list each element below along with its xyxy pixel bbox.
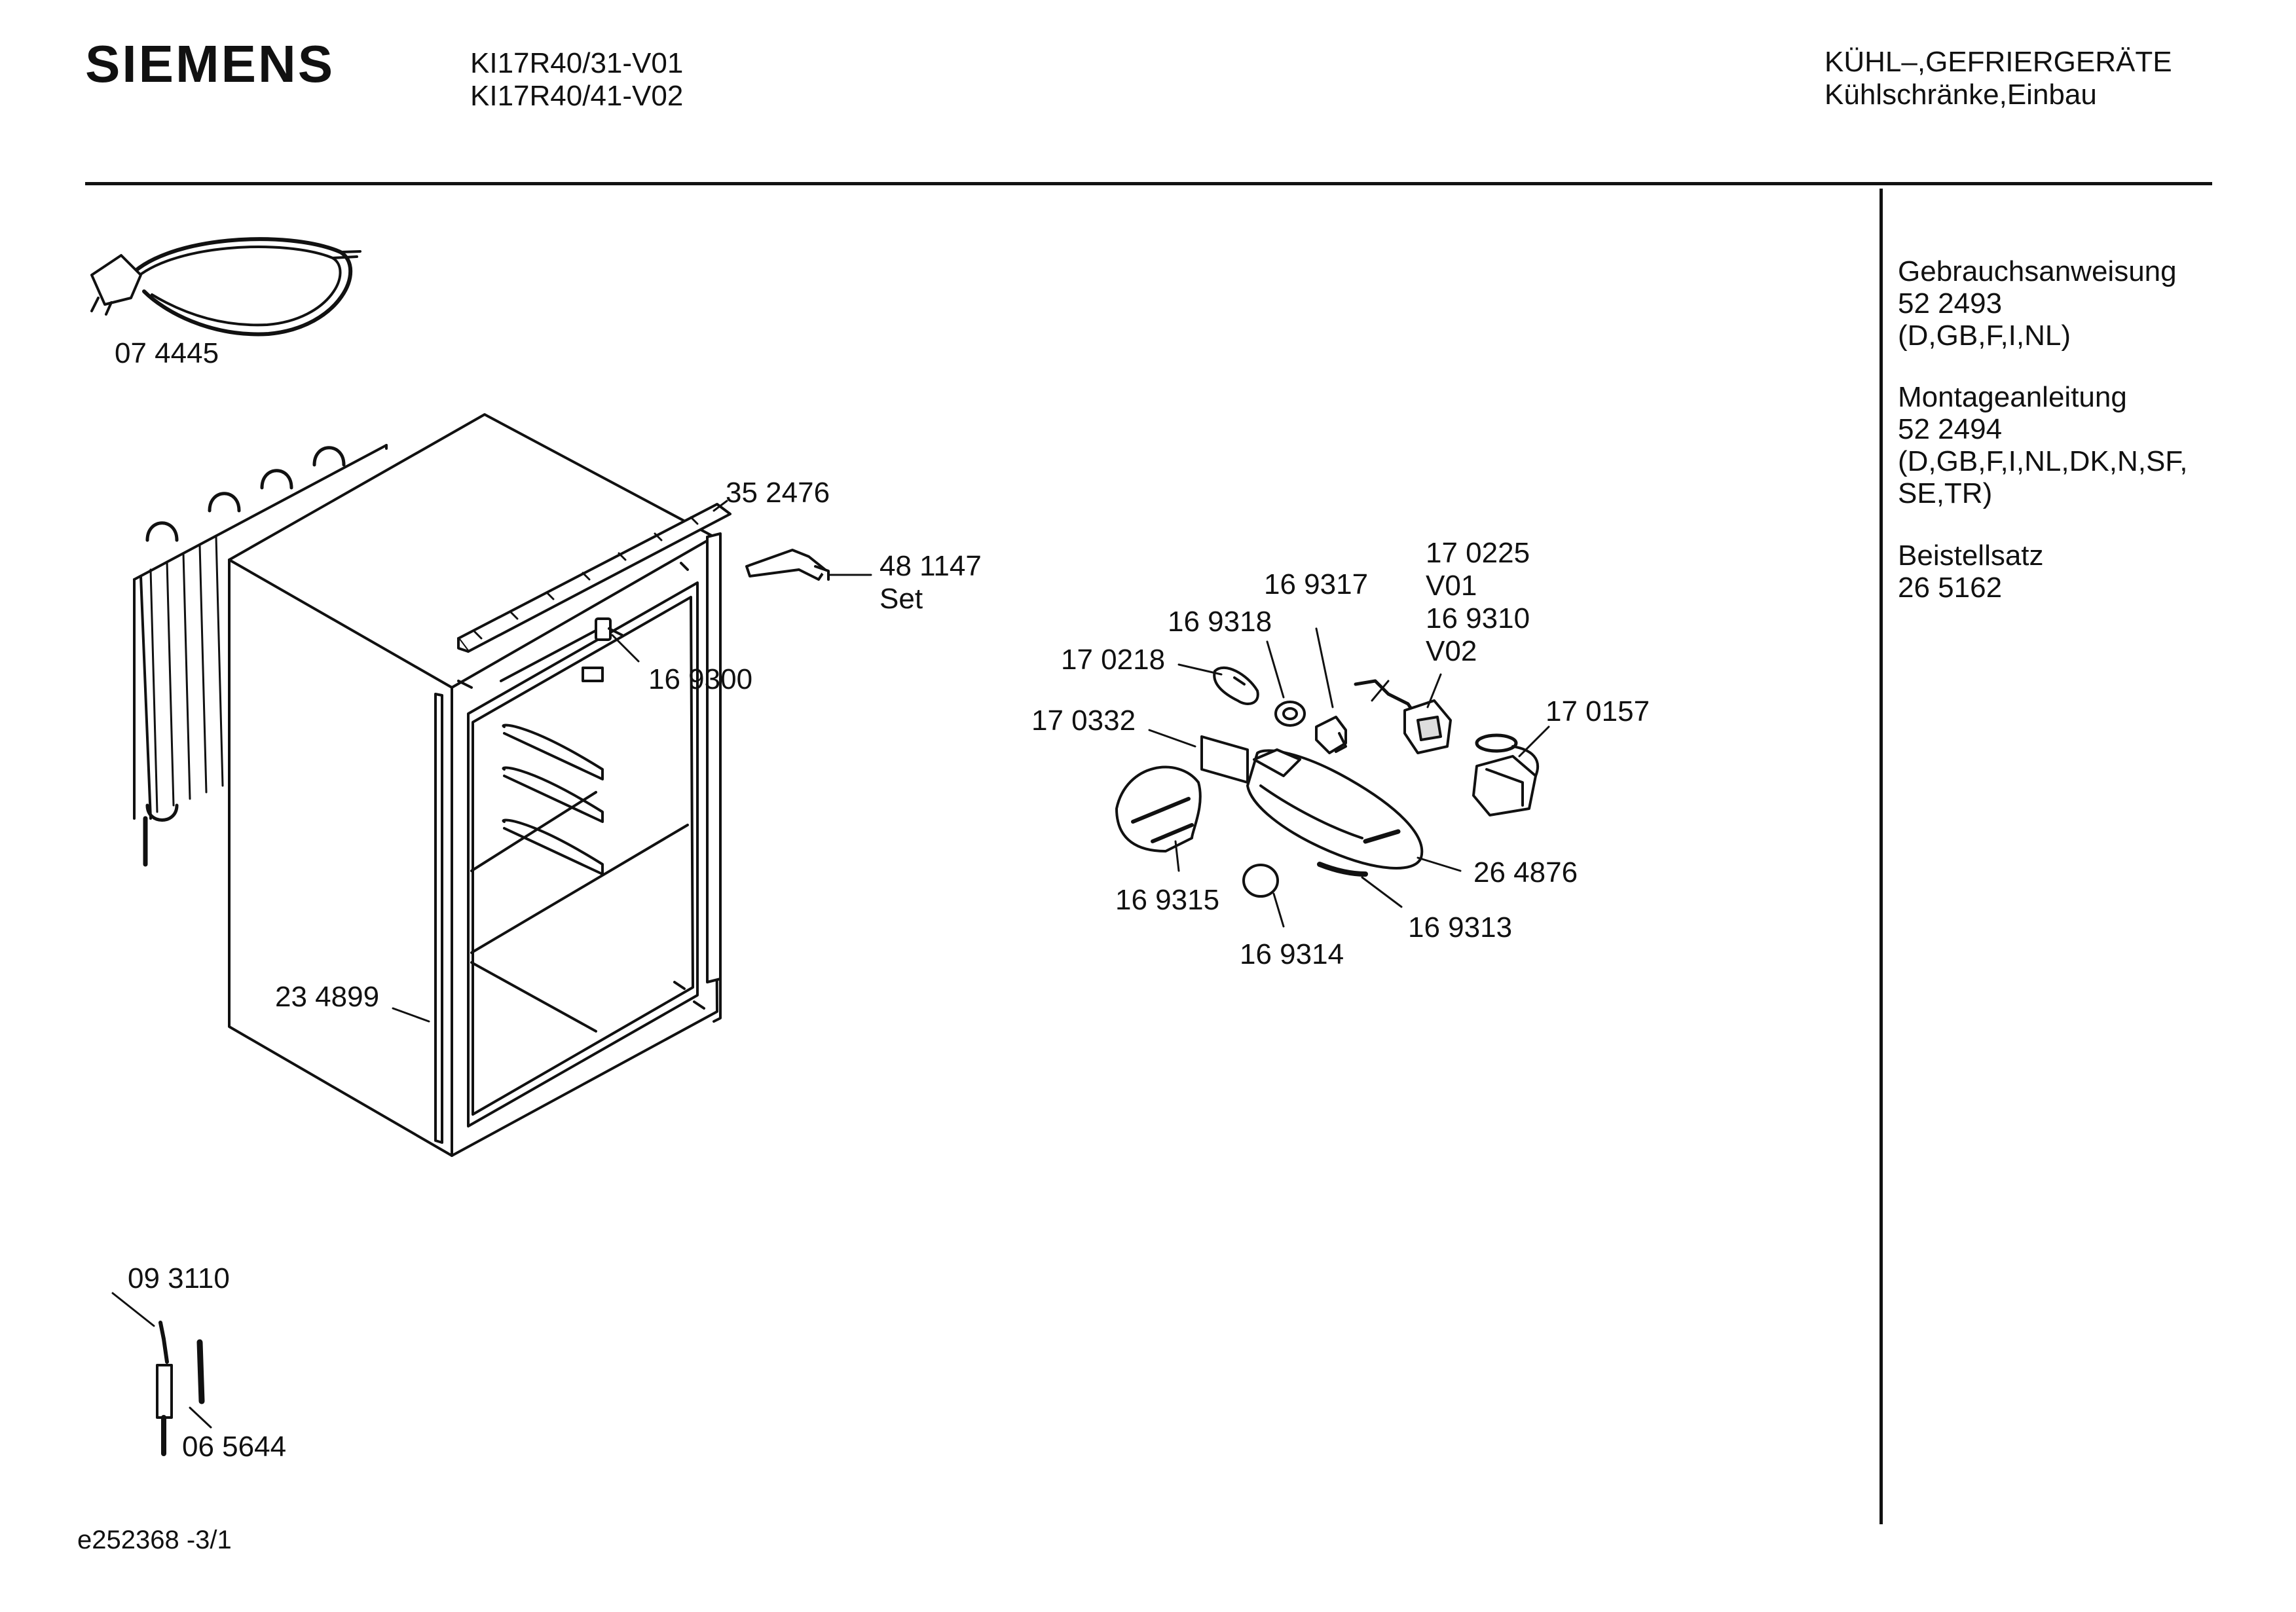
doc-title-manual: Gebrauchsanweisung <box>1898 255 2177 287</box>
doc-number-installation: 52 2494 <box>1898 413 2003 445</box>
part-label-065644: 06 5644 <box>182 1431 287 1463</box>
doc-note-manual: (D,GB,F,I,NL) <box>1898 320 2071 352</box>
part-label-169317: 16 9317 <box>1264 568 1369 600</box>
doc-number-accessory: 26 5162 <box>1898 572 2003 604</box>
condenser-drawing <box>134 445 386 864</box>
part-label-074445: 07 4445 <box>115 337 219 369</box>
doc-title-accessory: Beistellsatz <box>1898 540 2044 572</box>
doc-title-installation: Montageanleitung <box>1898 381 2127 413</box>
part-label-169310: 16 9310 <box>1426 602 1530 634</box>
part-label-481147: 48 1147 <box>880 550 982 582</box>
power-cord-drawing <box>92 239 360 334</box>
bracket-drawing <box>747 550 828 579</box>
part-label-093110: 09 3110 <box>128 1262 230 1294</box>
brand-logo: SIEMENS <box>85 35 335 93</box>
model-number-v02: KI17R40/41-V02 <box>470 80 684 112</box>
part-label-481147-set: Set <box>880 583 923 615</box>
drawing-code: e252368 -3/1 <box>77 1526 232 1554</box>
leader-lines <box>113 501 1549 1427</box>
part-label-170332: 17 0332 <box>1031 705 1136 737</box>
part-label-169314: 16 9314 <box>1240 938 1344 970</box>
part-label-170225: 17 0225 <box>1426 537 1530 569</box>
doc-note-installation: (D,GB,F,I,NL,DK,N,SF, <box>1898 445 2188 477</box>
lamp-assembly-drawing <box>1117 668 1538 896</box>
part-label-170225-v01: V01 <box>1426 570 1477 602</box>
part-label-169315: 16 9315 <box>1115 884 1220 916</box>
probe-drawing <box>157 1323 202 1454</box>
switch-drawing <box>596 619 622 640</box>
model-number-v01: KI17R40/31-V01 <box>470 47 684 79</box>
doc-number-manual: 52 2493 <box>1898 287 2003 320</box>
part-label-234899: 23 4899 <box>275 981 380 1013</box>
part-label-169300: 16 9300 <box>648 663 753 695</box>
part-label-169318: 16 9318 <box>1168 606 1272 638</box>
doc-note2-installation: SE,TR) <box>1898 477 1993 509</box>
sidebar-divider <box>1879 189 1883 1524</box>
part-label-170157: 17 0157 <box>1546 695 1650 727</box>
part-label-169313: 16 9313 <box>1408 911 1513 943</box>
cabinet-drawing <box>229 414 720 1156</box>
top-rail-drawing <box>458 504 730 651</box>
part-label-264876: 26 4876 <box>1473 856 1578 888</box>
part-label-170218: 17 0218 <box>1061 644 1166 676</box>
header-divider <box>85 182 2212 185</box>
category-subtitle: Kühlschränke,Einbau <box>1824 79 2097 111</box>
category-title: KÜHL–,GEFRIERGERÄTE <box>1824 46 2172 78</box>
part-label-169310-v02: V02 <box>1426 635 1477 667</box>
part-label-352476: 35 2476 <box>726 477 830 509</box>
